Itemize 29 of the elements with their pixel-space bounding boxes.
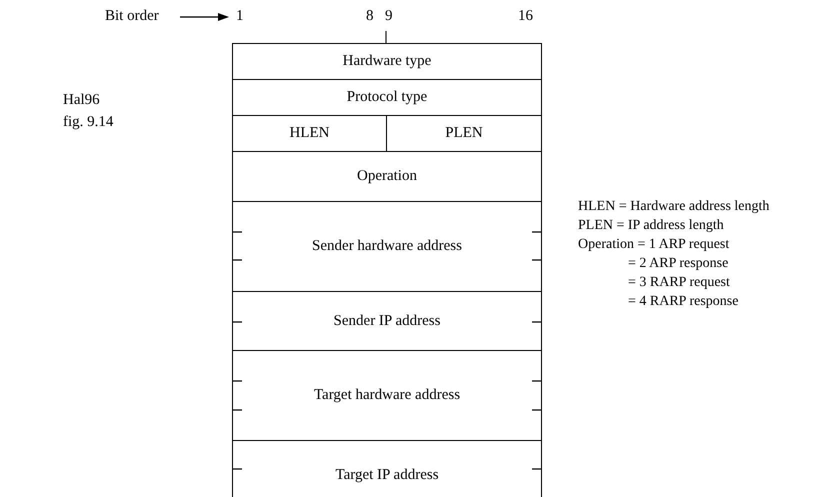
bit-number: 16 bbox=[518, 8, 533, 25]
field-label: Operation bbox=[357, 168, 417, 185]
bit-number: 1 bbox=[236, 8, 244, 25]
definition-text: HLEN = Hardware address length bbox=[578, 199, 770, 215]
definition-text: Operation = 1 ARP request bbox=[578, 237, 730, 253]
axis-label: Bit order bbox=[105, 8, 159, 25]
field-box bbox=[232, 43, 542, 80]
definition-text: = 3 RARP request bbox=[628, 275, 730, 291]
reference-text: fig. 9.14 bbox=[63, 114, 114, 131]
field-box bbox=[232, 151, 542, 202]
field-box bbox=[232, 350, 542, 441]
field-box bbox=[232, 291, 542, 351]
field-label: Sender IP address bbox=[334, 312, 440, 330]
definition-text: = 2 ARP response bbox=[628, 256, 728, 272]
field-label: Hardware type bbox=[342, 53, 432, 70]
field-box bbox=[232, 201, 542, 292]
bit-number: 8 bbox=[366, 8, 374, 25]
field-label: Target IP address bbox=[335, 467, 439, 484]
bit-number: 9 bbox=[385, 8, 392, 25]
field-label: Protocol type bbox=[346, 89, 428, 106]
definition-text: = 4 RARP response bbox=[628, 294, 738, 310]
field-label: PLEN bbox=[445, 125, 483, 142]
field-box bbox=[232, 440, 542, 497]
field-label: Target hardware address bbox=[314, 387, 460, 404]
reference-text: Hal96 bbox=[63, 92, 100, 109]
field-label: HLEN bbox=[290, 125, 330, 142]
definition-text: PLEN = IP address length bbox=[578, 218, 724, 234]
field-box bbox=[232, 79, 542, 116]
field-label: Sender hardware address bbox=[312, 238, 462, 255]
